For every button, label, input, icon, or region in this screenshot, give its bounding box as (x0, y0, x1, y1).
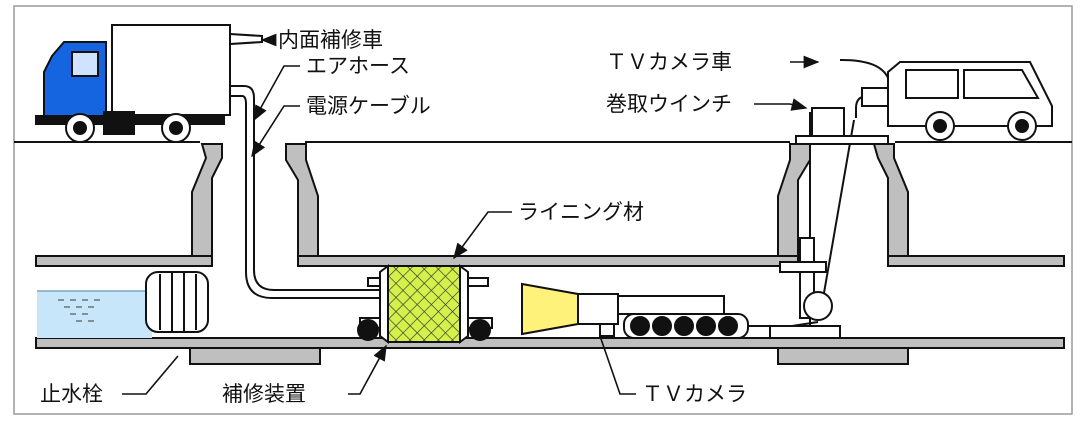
right-manhole (777, 143, 909, 257)
label-water-stop-plug: 止水栓 (40, 382, 103, 406)
lining-material (387, 265, 461, 343)
tv-camera-truck (840, 59, 1053, 141)
tv-camera (521, 282, 749, 339)
label-lining-material: ライニング材 (518, 200, 644, 224)
arrow-power-cable (251, 105, 300, 158)
label-winch: 巻取ウインチ (606, 92, 732, 116)
label-tv-camera: ＴＶカメラ (642, 382, 747, 406)
diagram-frame (13, 5, 1073, 415)
arrow-winch (754, 98, 808, 111)
arrow-air-hose (253, 65, 300, 122)
label-power-cable: 電源ケーブル (306, 94, 431, 118)
air-hose (230, 85, 382, 299)
leader-water-stop (122, 355, 179, 395)
repair-device (357, 264, 493, 344)
label-repair-device: 補修装置 (222, 382, 306, 406)
leader-lines (122, 33, 820, 395)
left-manhole (191, 143, 319, 257)
pulley-stand (769, 237, 841, 339)
winch (795, 107, 889, 145)
lining-repair-truck (35, 24, 263, 143)
arrow-lining-material (453, 211, 512, 260)
water-stop-plug (145, 271, 209, 333)
label-air-hose: エアホース (306, 54, 410, 78)
water (37, 290, 152, 338)
label-lining-repair-truck: 内面補修車 (278, 28, 383, 52)
label-tv-camera-truck: ＴＶカメラ車 (606, 50, 732, 74)
leader-tv-camera (599, 335, 636, 395)
arrow-repair-device (348, 344, 387, 395)
